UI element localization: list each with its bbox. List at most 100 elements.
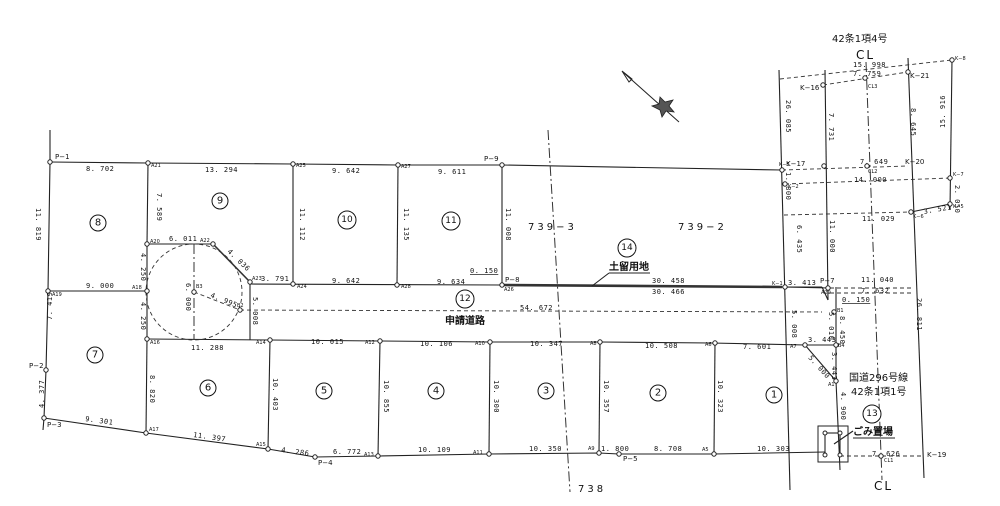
lot-9-marker: 9: [211, 192, 229, 210]
svg-text:CL2: CL2: [868, 169, 877, 175]
road-article-north: 42条1項4号: [832, 32, 887, 45]
svg-text:B3: B3: [196, 284, 203, 290]
svg-text:K−6: K−6: [913, 214, 924, 220]
svg-text:A26: A26: [504, 287, 514, 293]
svg-text:A23: A23: [252, 276, 262, 282]
svg-text:A6: A6: [705, 342, 712, 348]
svg-text:A8: A8: [590, 341, 597, 347]
svg-text:10. 015: 10. 015: [311, 338, 344, 346]
svg-text:P−7: P−7: [820, 277, 835, 285]
svg-text:5: 5: [321, 386, 327, 397]
lot-boundaries: [42, 130, 841, 471]
svg-text:5. 000: 5. 000: [807, 354, 832, 380]
svg-text:0. 150: 0. 150: [842, 296, 870, 304]
svg-text:5. 008: 5. 008: [251, 297, 259, 325]
svg-text:30. 458: 30. 458: [652, 277, 685, 285]
svg-text:A25: A25: [296, 163, 306, 169]
lot-7-marker: 7: [86, 346, 104, 364]
svg-text:26. 811: 26. 811: [915, 298, 923, 331]
svg-text:10. 403: 10. 403: [271, 378, 279, 411]
svg-text:11. 008: 11. 008: [504, 208, 512, 241]
svg-text:A1: A1: [828, 382, 835, 388]
svg-text:15. 998: 15. 998: [853, 61, 886, 69]
road-article-east: 42条1項1号: [851, 385, 906, 398]
svg-text:A14: A14: [256, 340, 266, 346]
survey-points: [41, 57, 955, 460]
svg-text:K−21: K−21: [910, 72, 929, 80]
north-arrow-icon: [621, 70, 680, 123]
svg-text:10. 508: 10. 508: [645, 342, 678, 350]
svg-text:8. 702: 8. 702: [86, 165, 114, 173]
svg-text:9: 9: [217, 196, 223, 207]
svg-text:8. 820: 8. 820: [148, 375, 156, 403]
svg-text:26. 085: 26. 085: [784, 100, 792, 133]
national-road-296: [778, 57, 953, 491]
svg-text:A21: A21: [151, 163, 161, 169]
svg-text:3. 791: 3. 791: [261, 275, 289, 283]
svg-text:9. 634: 9. 634: [437, 278, 465, 286]
parcel-739-3: 739−3: [528, 222, 577, 233]
national-road-label: 国道296号線: [849, 371, 908, 384]
svg-text:4: 4: [433, 386, 439, 397]
point-labels: P−1 P−9 P−8 P−2 P−3 P−4 P−5 P−7 A21 A25 …: [29, 56, 966, 467]
svg-text:7. 759: 7. 759: [853, 70, 881, 78]
svg-text:10. 303: 10. 303: [757, 445, 790, 453]
svg-text:11. 112: 11. 112: [298, 208, 306, 241]
svg-text:P−9: P−9: [484, 155, 499, 163]
svg-text:12: 12: [459, 294, 470, 304]
svg-text:A10: A10: [475, 341, 485, 347]
svg-text:K−16: K−16: [800, 84, 820, 92]
svg-text:9. 642: 9. 642: [332, 277, 360, 285]
svg-text:7. 419: 7. 419: [46, 292, 54, 320]
svg-text:9. 301: 9. 301: [85, 415, 114, 427]
svg-text:54. 672: 54. 672: [520, 304, 553, 312]
svg-text:10: 10: [341, 215, 353, 225]
svg-text:K−2: K−2: [788, 184, 799, 190]
lot-markers: 1 2 3 4 5 6 7 8 9 10 11 12 13 14: [86, 192, 882, 424]
lot-1-marker: 1: [765, 386, 783, 404]
svg-text:A13: A13: [364, 452, 374, 458]
svg-text:11. 000: 11. 000: [828, 220, 836, 253]
svg-text:A16: A16: [150, 340, 160, 346]
svg-text:9. 611: 9. 611: [438, 168, 466, 176]
svg-text:3. 443: 3. 443: [808, 336, 836, 344]
svg-text:14: 14: [621, 243, 633, 253]
svg-text:K−5: K−5: [953, 204, 964, 210]
svg-text:11. 040: 11. 040: [861, 276, 894, 284]
svg-text:K−17: K−17: [786, 160, 805, 168]
svg-text:A5: A5: [702, 447, 709, 453]
svg-text:11. 135: 11. 135: [402, 208, 410, 241]
svg-text:K−19: K−19: [927, 451, 946, 459]
svg-text:B4: B4: [838, 343, 845, 349]
svg-text:A7: A7: [790, 344, 797, 350]
svg-text:6. 000: 6. 000: [184, 283, 192, 311]
svg-text:11. 819: 11. 819: [34, 208, 42, 241]
svg-text:CL1: CL1: [884, 458, 893, 464]
svg-text:P−3: P−3: [47, 421, 62, 429]
svg-text:11. 029: 11. 029: [862, 215, 895, 223]
svg-text:CL3: CL3: [868, 84, 877, 90]
svg-text:P−1: P−1: [55, 153, 70, 161]
svg-text:6. 435: 6. 435: [795, 225, 803, 253]
svg-text:6: 6: [205, 383, 211, 394]
svg-text:8. 645: 8. 645: [909, 108, 917, 136]
svg-text:13: 13: [866, 409, 877, 419]
south-centerline-label: CL: [874, 479, 893, 493]
svg-text:13. 294: 13. 294: [205, 166, 238, 174]
svg-text:6. 772: 6. 772: [333, 448, 361, 456]
lot-4-marker: 4: [427, 382, 445, 400]
svg-text:4. 377: 4. 377: [38, 380, 46, 408]
svg-text:8. 708: 8. 708: [654, 445, 682, 453]
svg-text:A20: A20: [150, 239, 160, 245]
svg-text:7. 601: 7. 601: [743, 343, 771, 351]
svg-text:1: 1: [771, 390, 777, 401]
garbage-station-label: ごみ置場: [853, 425, 893, 438]
svg-text:P−2: P−2: [29, 362, 44, 370]
lot-2-marker: 2: [649, 384, 667, 402]
svg-text:4. 250: 4. 250: [139, 253, 147, 281]
svg-text:15. 916: 15. 916: [939, 95, 947, 128]
svg-text:3. 413: 3. 413: [788, 279, 816, 287]
lot-12-marker: 12: [455, 289, 475, 309]
svg-text:P−5: P−5: [623, 455, 638, 463]
